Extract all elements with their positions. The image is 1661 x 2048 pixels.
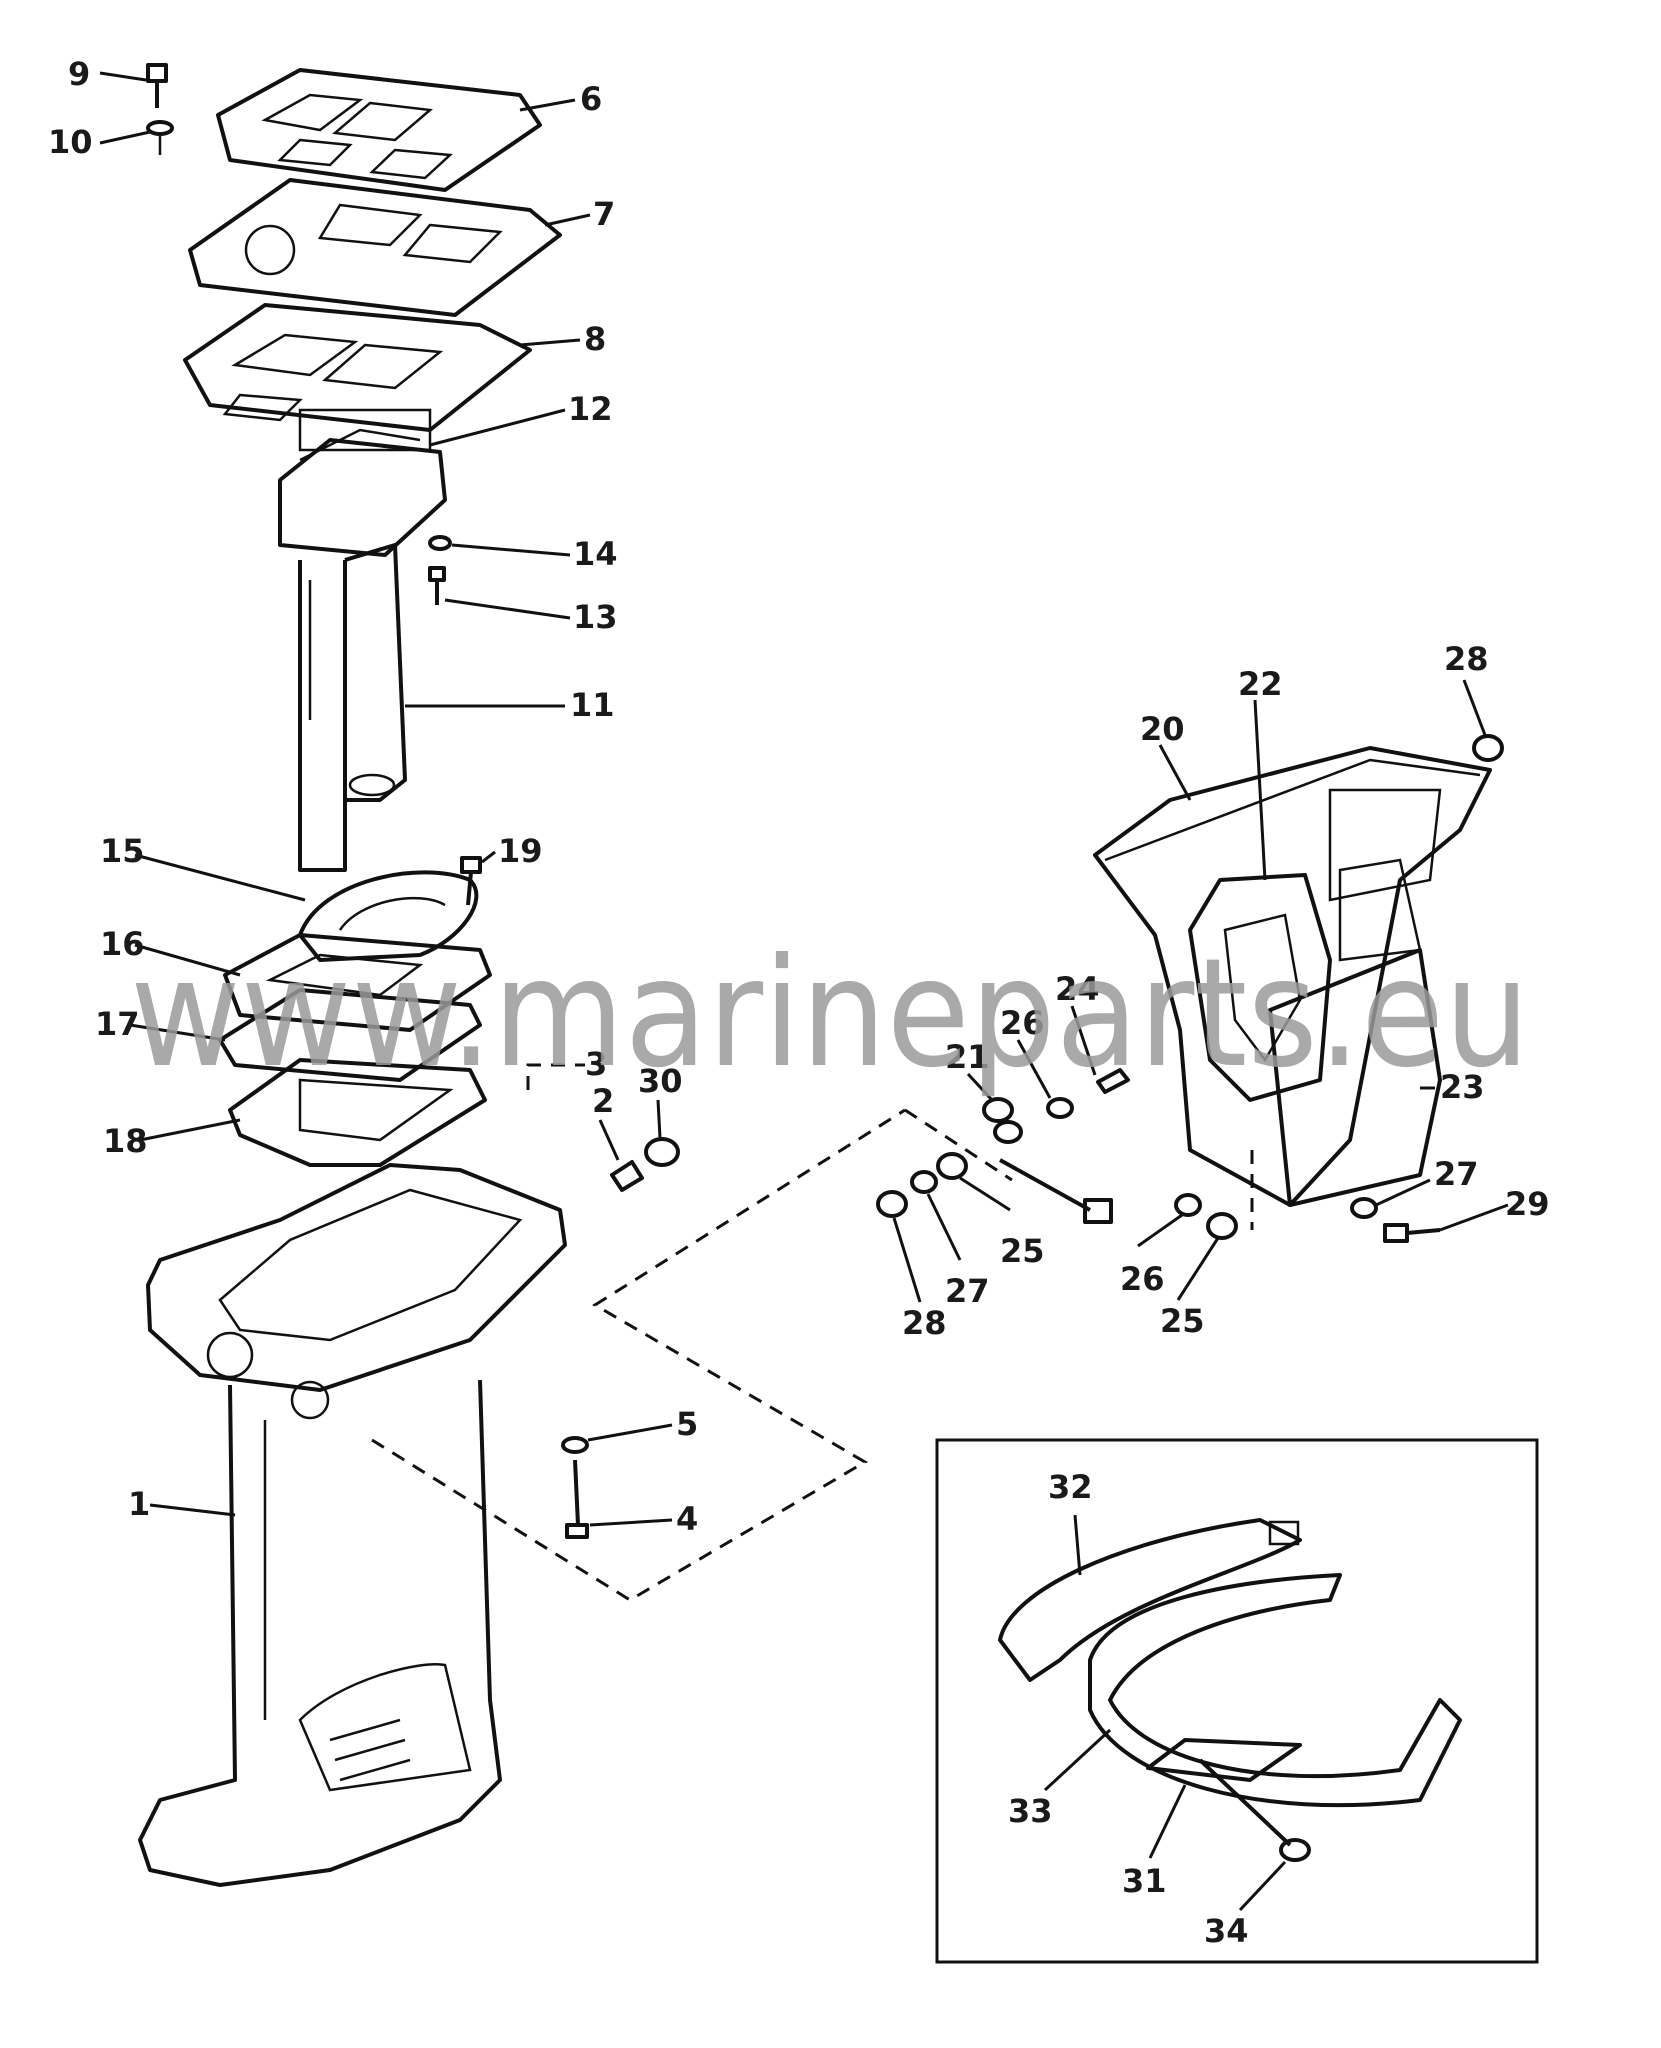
callout-17: 17 [95,1005,140,1043]
inset-frame [935,1438,1539,1964]
part-22-gasket [1188,873,1332,1102]
callout-28-b: 28 [902,1304,947,1342]
callout-9: 9 [68,55,90,93]
part-28-nut [876,1190,908,1218]
callout-6: 6 [580,80,602,118]
callout-20: 20 [1140,710,1185,748]
assembly-dash-part3 [526,1063,585,1090]
callout-34: 34 [1204,1912,1249,1950]
callout-2: 2 [592,1082,614,1120]
part-18-gasket [228,1058,487,1167]
callout-8: 8 [584,320,606,358]
part-23-rear-plate [1268,858,1442,1207]
part-12-adapter-plate [278,408,447,557]
callout-25-a: 25 [1000,1232,1045,1270]
callout-33: 33 [1008,1792,1053,1830]
part-25-grommet [936,1152,968,1180]
assembly-dash-right [904,1108,1013,1182]
callout-5: 5 [676,1405,698,1443]
part-20-cover-panel [1093,746,1492,1207]
callout-29: 29 [1505,1185,1550,1223]
part-28-plug-top [1472,734,1504,762]
callout-14: 14 [573,535,618,573]
callout-31: 31 [1122,1862,1167,1900]
part-27-washer [910,1170,938,1194]
part-26-washer-a [1046,1097,1074,1119]
part-1-driveshaft-housing [138,1163,567,1887]
callout-26-a: 26 [1000,1004,1045,1042]
callout-19: 19 [498,832,543,870]
callout-27-a: 27 [945,1272,990,1310]
part-bolt-right [999,1158,1113,1224]
callout-1: 1 [128,1485,150,1523]
callout-labels: 9 10 6 7 8 12 14 13 11 15 19 16 17 3 2 3… [48,55,1550,1950]
callout-32: 32 [1048,1468,1093,1506]
callout-21: 21 [945,1038,990,1076]
callout-11: 11 [570,686,615,724]
part-32-bracket [998,1518,1302,1682]
part-29-screw [1383,1223,1441,1243]
callout-30: 30 [638,1062,683,1100]
part-4-bolt [565,1459,589,1539]
callout-18: 18 [103,1122,148,1160]
callout-15: 15 [100,832,145,870]
part-13-bolt [428,566,446,605]
part-10-washer [146,120,174,155]
callout-4: 4 [676,1500,698,1538]
part-5-washer [561,1436,589,1454]
watermark-text: www.marineparts.eu [130,927,1530,1101]
callout-28-top: 28 [1444,640,1489,678]
part-17-gasket [218,988,482,1082]
part-34-screw [1198,1758,1311,1862]
callout-26-b: 26 [1120,1260,1165,1298]
part-14-washer [428,535,452,551]
callout-27-b: 27 [1434,1155,1479,1193]
part-25-grommet-b [1206,1212,1238,1240]
part-33-band [1088,1573,1462,1808]
callout-3: 3 [585,1045,607,1083]
part-2-fitting [610,1160,644,1192]
callout-24: 24 [1055,970,1100,1008]
part-19-bolt [460,856,482,906]
callout-22: 22 [1238,665,1283,703]
leader-lines [99,71,1509,1912]
assembly-dash-left [371,1108,906,1602]
part-21-grommet [982,1097,1023,1144]
callout-13: 13 [573,598,618,636]
part-30-cap [644,1137,680,1167]
callout-16: 16 [100,925,145,963]
part-24-screw [1096,1068,1130,1094]
part-27-washer-b [1350,1197,1378,1219]
callout-25-b: 25 [1160,1302,1205,1340]
part-26-washer-b [1174,1193,1202,1217]
part-6-top-plate [216,68,542,192]
part-7-gasket [188,178,562,317]
callout-7: 7 [593,195,615,233]
callout-12: 12 [568,390,613,428]
callout-10: 10 [48,123,93,161]
part-9-bolt [146,63,168,108]
callout-23: 23 [1440,1068,1485,1106]
part-8-gasket [183,303,532,432]
part-16-plate [223,933,492,1032]
part-11-tube [298,543,407,872]
